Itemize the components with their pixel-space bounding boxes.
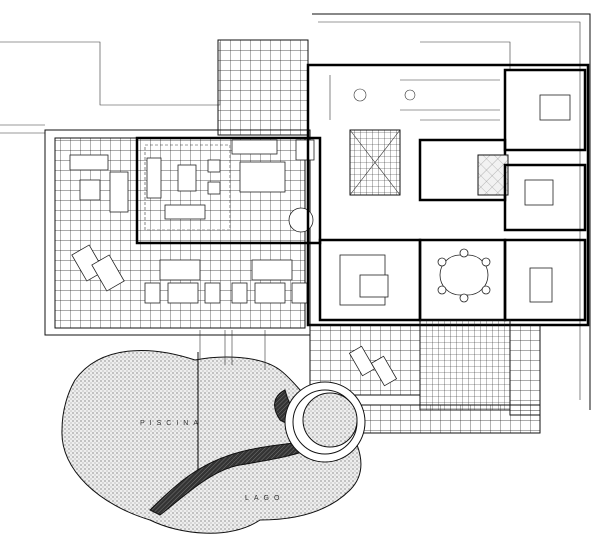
dining-area (339, 248, 553, 306)
site-boundary (0, 13, 591, 410)
pool: PISCINA LAGO (61, 350, 362, 534)
lake-label: LAGO (245, 495, 284, 502)
pool-steps (199, 330, 266, 370)
pool-label: PISCINA (140, 420, 203, 427)
upper-terrace (217, 39, 309, 136)
living-room (144, 139, 315, 233)
lower-terraces (309, 319, 541, 434)
jacuzzi (284, 381, 366, 463)
terrace-furniture (69, 154, 308, 304)
